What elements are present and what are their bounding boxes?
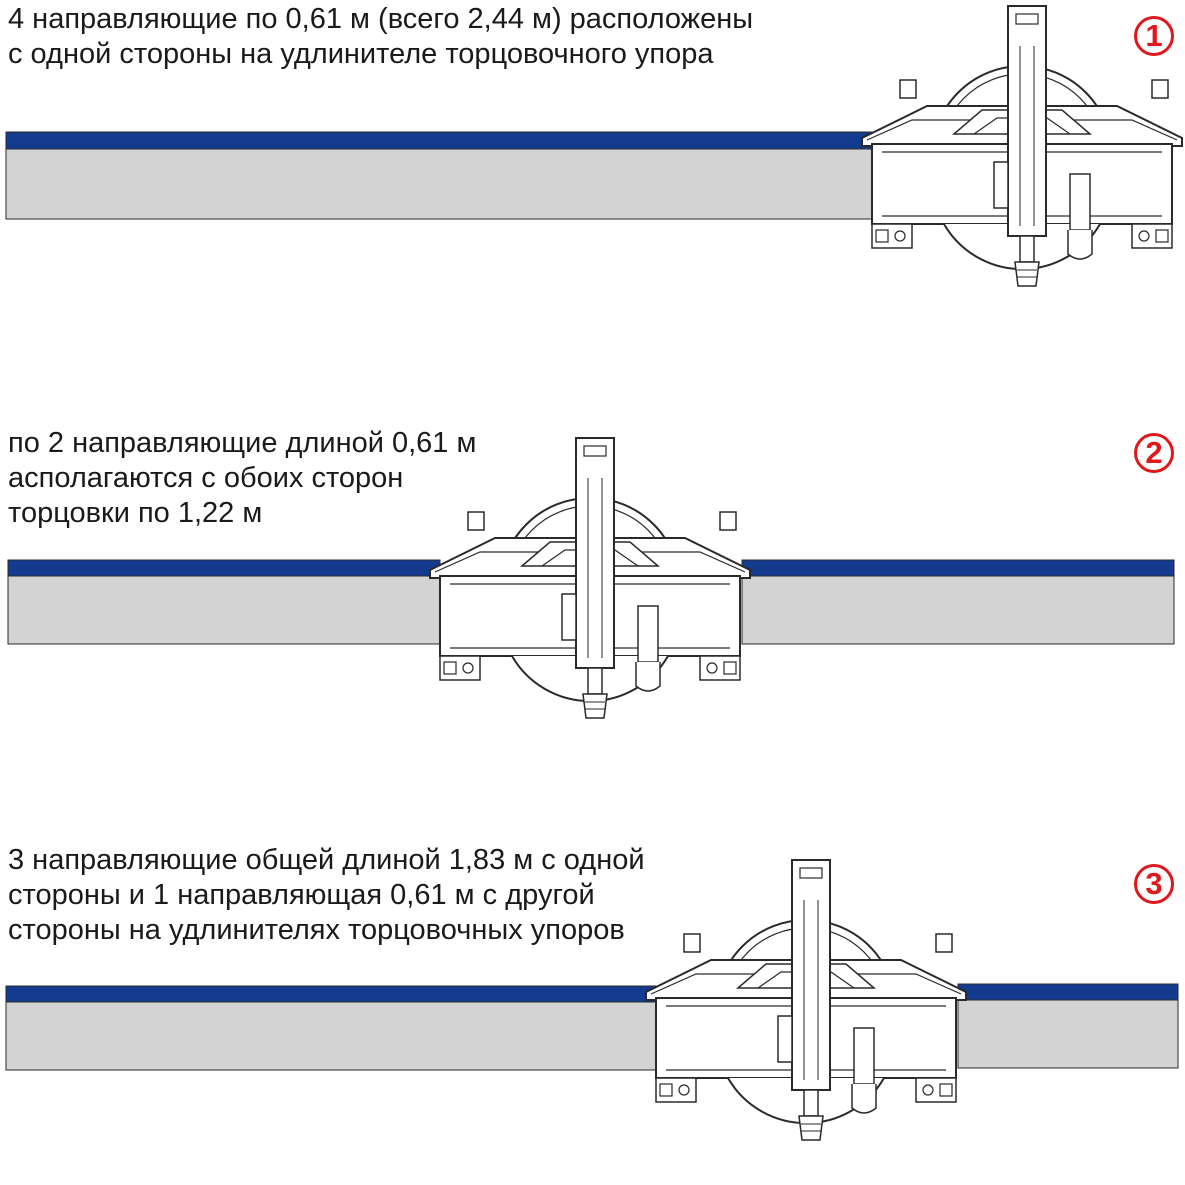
scenario-1-miter-saw <box>861 5 1183 287</box>
scenario-2-miter-saw <box>429 437 751 719</box>
scenario-2-left-rail <box>7 559 441 645</box>
scenario-1-caption: 4 направляющие по 0,61 м (всего 2,44 м) … <box>8 3 754 70</box>
scenario-1-left-rail <box>5 131 873 220</box>
scenario-3-miter-saw <box>645 859 967 1141</box>
scenario-3-left-rail <box>5 985 657 1071</box>
scenario-3-caption: 3 направляющие общей длиной 1,83 м с одн… <box>8 844 645 946</box>
scenario-2-badge: 2 <box>1134 433 1174 473</box>
scenario-3-badge: 3 <box>1134 864 1174 904</box>
scenario-3-right-rail <box>957 983 1179 1069</box>
scenario-1-badge: 1 <box>1134 16 1174 56</box>
scenario-2-right-rail <box>741 559 1175 645</box>
scenario-2-caption: по 2 направляющие длиной 0,61 м aсполага… <box>8 427 477 529</box>
